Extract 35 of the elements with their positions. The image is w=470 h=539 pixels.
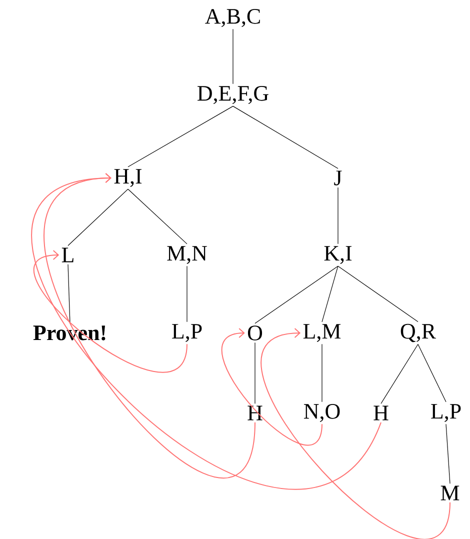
tree-branch	[380, 344, 418, 404]
tree-node-label: L	[62, 248, 74, 262]
tree-node-label: L,P	[172, 324, 202, 342]
tree-node-label: L,M	[303, 324, 341, 342]
tree-node-label: M	[440, 486, 460, 500]
tree-branch	[68, 264, 70, 324]
tree-branch	[254, 266, 338, 324]
curved-arrow	[32, 173, 382, 488]
tree-branch	[254, 342, 256, 404]
curved-arrow	[261, 328, 450, 539]
tree-node-label: A,B,C	[205, 9, 260, 27]
tree-branch	[232, 106, 338, 169]
tree-branch	[322, 266, 338, 322]
tree-branch	[128, 188, 188, 244]
tree-node-label: L,P	[431, 404, 461, 422]
tree-node-label: H	[374, 406, 388, 420]
tree-node-label: O	[248, 326, 262, 340]
tree-branch	[186, 266, 188, 322]
tree-branch	[232, 28, 234, 84]
tree-branch	[338, 266, 418, 322]
tree-node-label: D,E,F,G	[198, 86, 268, 104]
tree-branch	[446, 424, 450, 484]
tree-node-label: K,I	[324, 246, 352, 264]
tree-branch	[68, 188, 128, 246]
tree-node-label: N,O	[304, 404, 340, 422]
tree-node-label: Q,R	[400, 324, 436, 342]
curved-arrow	[222, 328, 322, 446]
curved-arrow	[33, 250, 188, 372]
tree-branch	[128, 106, 234, 168]
tree-branch	[418, 344, 446, 402]
tree-node-label: Proven!	[33, 326, 106, 340]
tree-node-label: J	[334, 170, 342, 186]
tree-node-label: H	[248, 406, 262, 420]
tree-node-label: M,N	[167, 246, 207, 264]
tree-node-label: H,I	[114, 169, 142, 187]
